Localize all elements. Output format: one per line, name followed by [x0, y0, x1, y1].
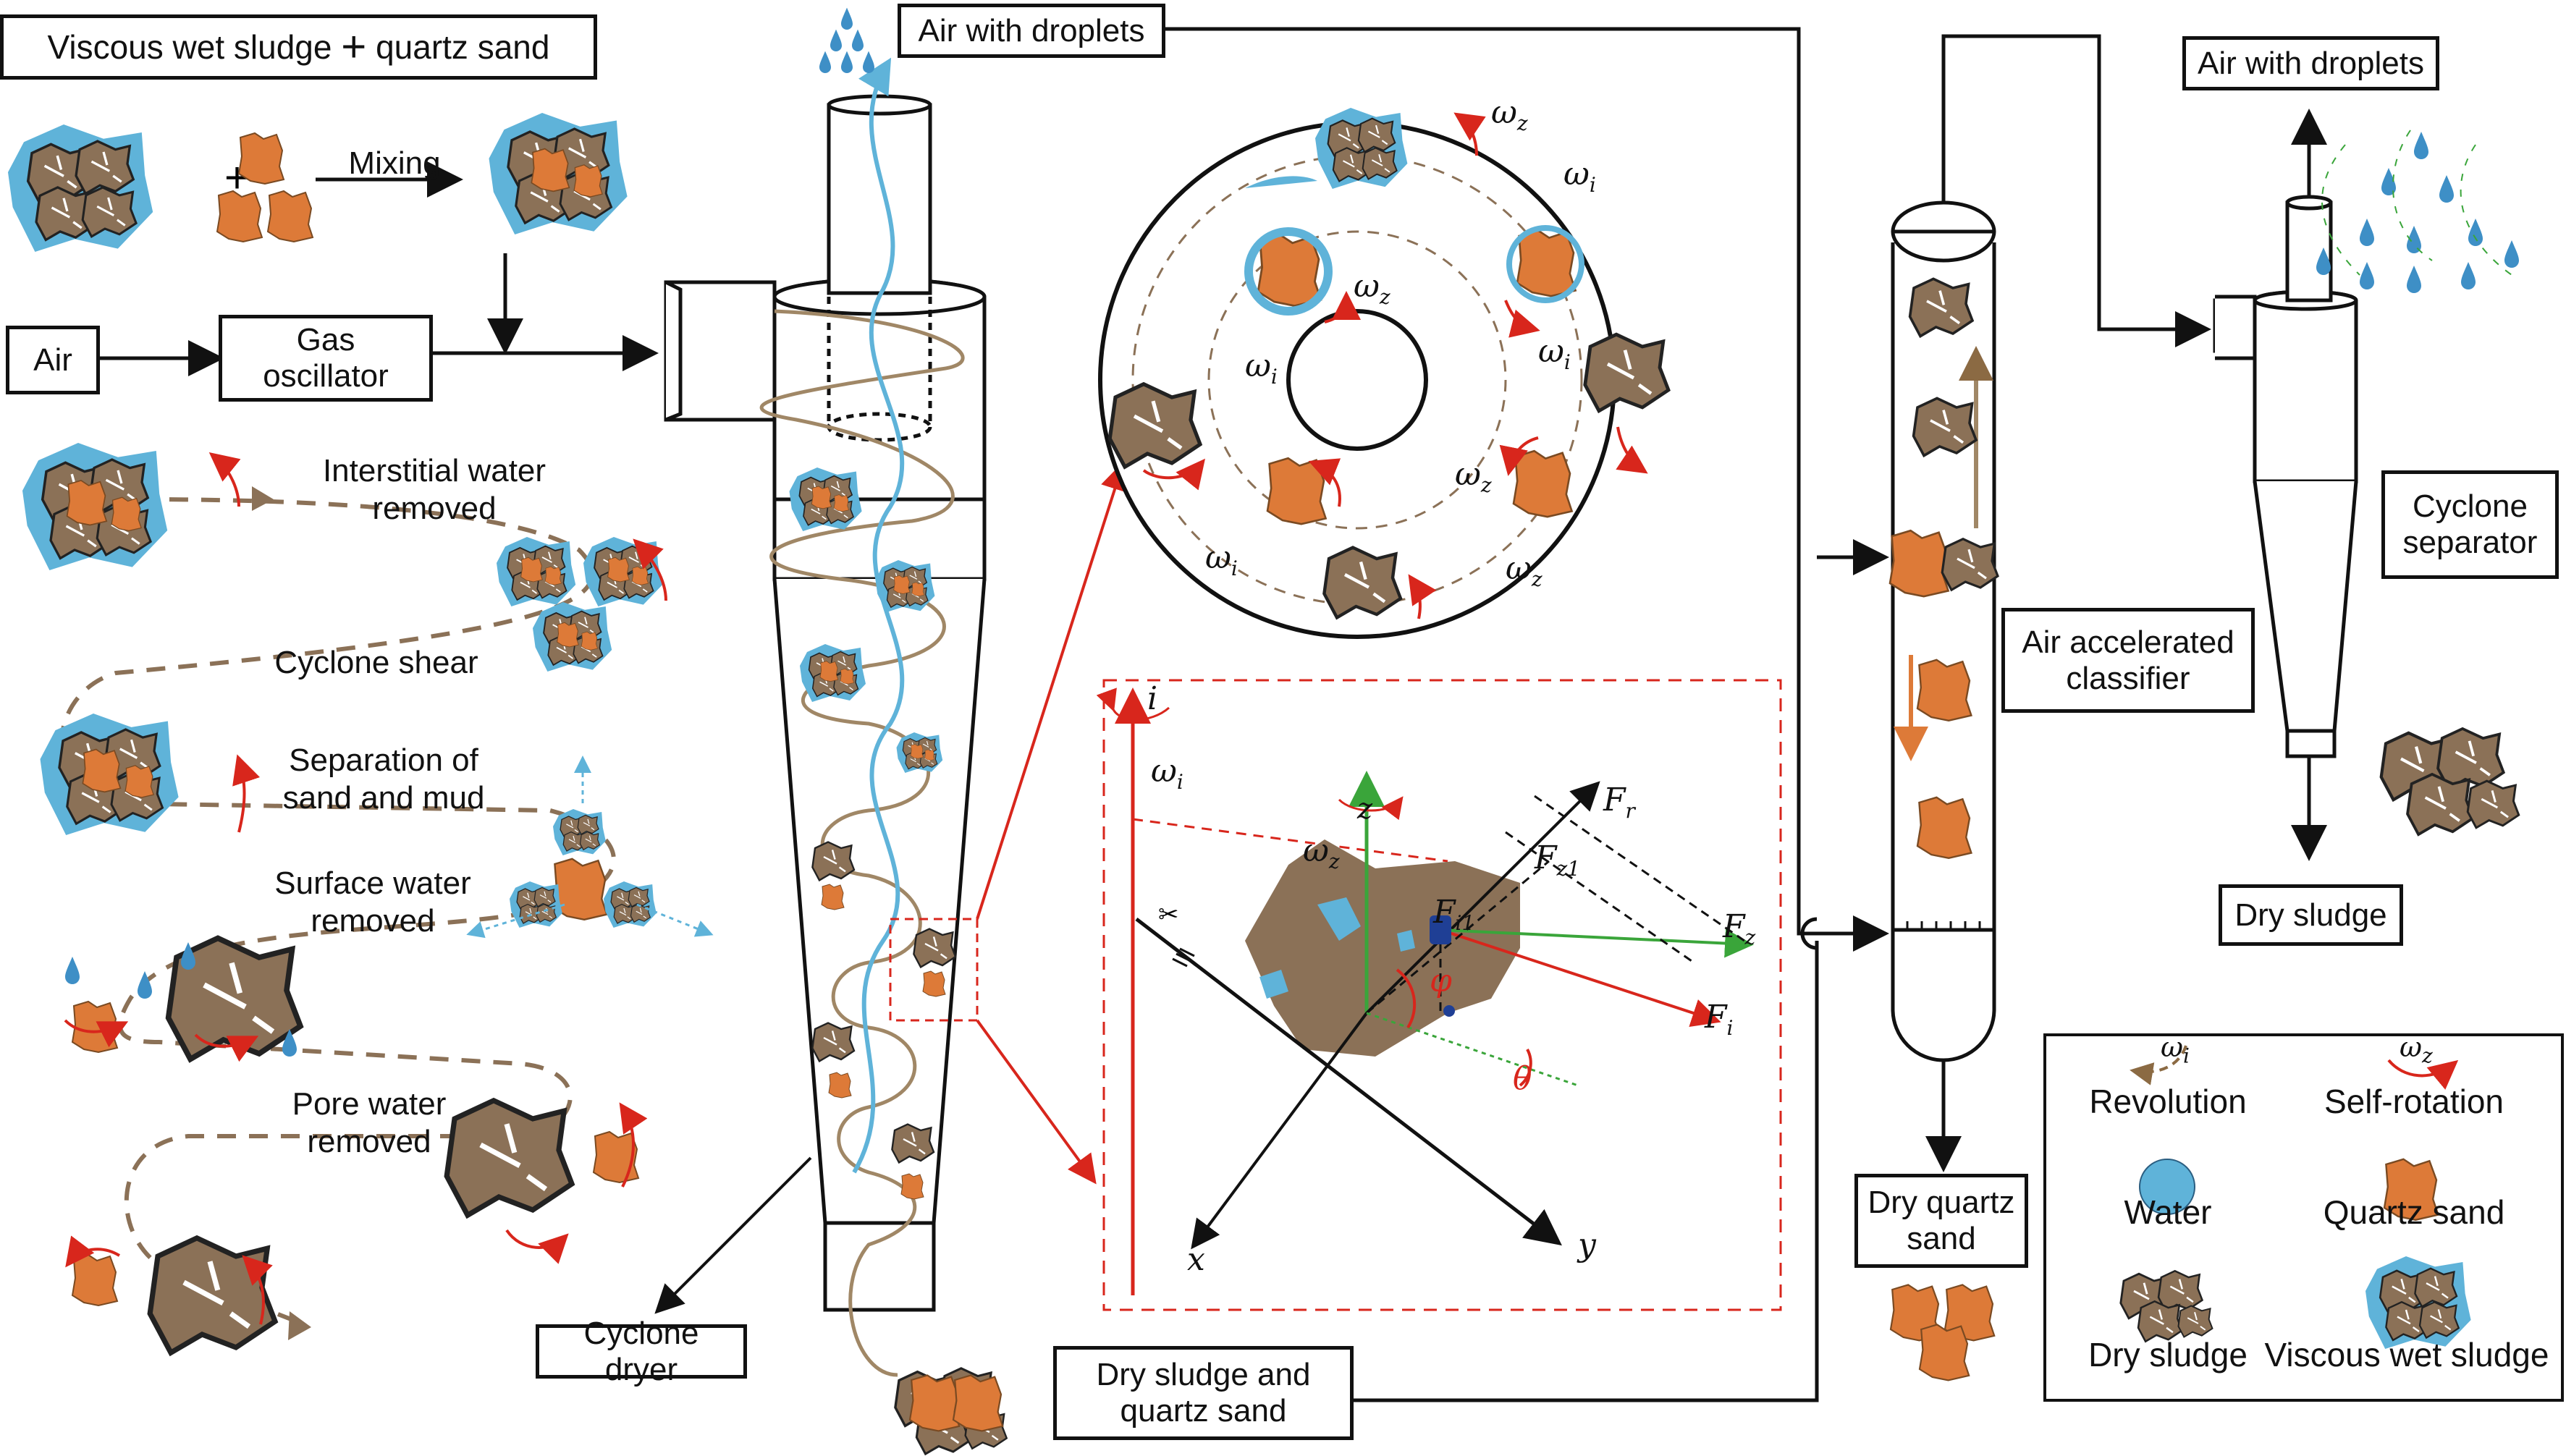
dry-quartz-sand-box: Dry quartz sand [1854, 1174, 2028, 1268]
stage-path-direction-arrow [252, 486, 274, 511]
cyclone-dryer-box: Cyclone dryer [536, 1316, 747, 1387]
force-fz-label: Fz [1723, 908, 1756, 949]
air-accelerated-classifier-box: Air accelerated classifier [2001, 608, 2255, 713]
stage-7-rotation-arrow [65, 1235, 121, 1268]
legend-water-label: Water [2124, 1193, 2212, 1231]
title-box: Viscous wet sludge + quartz sand [0, 14, 597, 80]
omega-z-label: ωz [1491, 94, 1528, 135]
stage-7-rotation-arrow [242, 1255, 273, 1325]
legend-revolution-label: Revolution [2089, 1083, 2247, 1120]
svg-text:✂: ✂ [1158, 901, 1179, 928]
dry-quartz-sand-output-icon [1889, 1284, 1996, 1381]
air-flow-path [852, 57, 905, 1174]
gas-oscillator-box: Gas oscillator [219, 315, 433, 402]
stage-cyclone-shear-label: Cyclone shear [274, 645, 478, 680]
water-ejection-arrow [636, 903, 714, 937]
water-ejection-arrow [466, 903, 565, 939]
dry-sludge-and-sand-output-icon [895, 1368, 1007, 1454]
droplets-cluster [819, 7, 874, 73]
dry-sludge-output-icon [2381, 729, 2519, 834]
stage-pore-water-label: Pore water removed [292, 1086, 447, 1159]
stage-1-rotation-arrow [208, 452, 241, 507]
stage-3-rotation-arrow [232, 754, 261, 833]
stage-6-rotation-arrow [619, 1102, 648, 1188]
force-diagram: ✂ [1096, 687, 1754, 1295]
omega-i-label: ωi [1245, 347, 1278, 389]
axis-x-label: x [1187, 1241, 1205, 1278]
title-left: Viscous wet sludge [47, 28, 332, 66]
force-omega-i-label: ωi [1151, 753, 1183, 794]
axis-i-label: i [1147, 680, 1158, 717]
zoom-to-rotation-view-arrow [976, 461, 1129, 920]
force-fr-label: Fr [1603, 782, 1635, 823]
cyclone-separator [2213, 195, 2358, 758]
axis-y-label: y [1578, 1227, 1596, 1264]
legend-self-rotation-symbol: ωz [2400, 1031, 2433, 1068]
force-omega-z-label: ωz [1303, 832, 1340, 873]
stage-2-particle [497, 537, 662, 672]
title-right: quartz sand [376, 28, 550, 66]
mixing-label: Mixing [348, 145, 441, 181]
omega-z-label: ωz [1455, 456, 1492, 497]
axis-z-label: z [1357, 792, 1373, 826]
force-fi-label: Fi [1705, 999, 1734, 1040]
dry-sludge-box: Dry sludge [2219, 884, 2403, 946]
force-diagram-frame [1102, 679, 1782, 1311]
zoom-region-marker [889, 918, 979, 1022]
phi-angle-label: φ [1430, 962, 1452, 999]
stage-5-rotation-arrow [194, 1033, 259, 1062]
stage-separation-label: Separation of sand and mud [282, 742, 485, 816]
stage-6-rotation-arrow [505, 1229, 569, 1264]
omega-i-label: ωi [1563, 156, 1596, 197]
stage-4-particle [510, 809, 657, 928]
omega-i-label: ωi [1205, 539, 1238, 580]
viscous-wet-sludge-icon [8, 124, 153, 252]
stage-3-particle [41, 714, 179, 835]
sludge-sand-pipe [1354, 941, 1819, 1402]
revolution-legend-icon [2130, 1045, 2187, 1085]
theta-angle-label: θ [1513, 1060, 1532, 1097]
omega-i-label: ωi [1538, 333, 1571, 374]
cyclone-dryer-pointer [654, 1156, 812, 1314]
self-rotation-legend-icon [2387, 1059, 2459, 1090]
force-fz1-label: Fz1 [1535, 839, 1581, 881]
rotation-view [1098, 108, 1668, 639]
omega-z-label: ωz [1506, 550, 1542, 591]
stage-path-end-arrow [288, 1311, 311, 1340]
dry-sludge-and-sand-box: Dry sludge and quartz sand [1053, 1346, 1354, 1440]
air-with-droplets-box-2: Air with droplets [2182, 36, 2439, 90]
stage-5-rotation-arrow [64, 1019, 129, 1048]
air-box: Air [6, 326, 100, 394]
legend-revolution-symbol: ωi [2161, 1031, 2190, 1068]
stage-6-particles [447, 1101, 639, 1215]
omega-z-label: ωz [1354, 268, 1390, 309]
zoom-to-force-diagram-arrow [976, 1019, 1097, 1185]
separator-droplets-icon [2316, 130, 2519, 293]
classifier-to-separator-pipe [1941, 34, 2211, 347]
force-fi1-label: Fi1 [1433, 894, 1475, 935]
stage-1-particle [22, 443, 167, 570]
air-with-droplets-box-1: Air with droplets [898, 4, 1165, 58]
cyclone-dryer-body [664, 94, 987, 1312]
legend-viscous-wet-sludge-label: Viscous wet sludge [2264, 1336, 2549, 1374]
legend-self-rotation-label: Self-rotation [2324, 1083, 2504, 1120]
stage-2-rotation-arrow [633, 538, 667, 601]
water-legend-icon [2139, 1159, 2195, 1215]
pipe-crossover [1800, 917, 1818, 950]
legend-frame [2043, 1033, 2564, 1402]
stage-interstitial-water-label: Interstitial water removed [322, 453, 546, 526]
cyclone-separator-box: Cyclone separator [2381, 470, 2559, 579]
stage-surface-water-label: Surface water removed [274, 865, 471, 939]
title-plus: + [341, 22, 367, 71]
mixed-sludge-sand-icon [489, 113, 628, 234]
legend-dry-sludge-label: Dry sludge [2088, 1336, 2248, 1374]
stage-7-particles [72, 1238, 275, 1353]
stage-5-particles [65, 938, 300, 1059]
legend-quartz-sand-label: Quartz sand [2323, 1193, 2505, 1231]
